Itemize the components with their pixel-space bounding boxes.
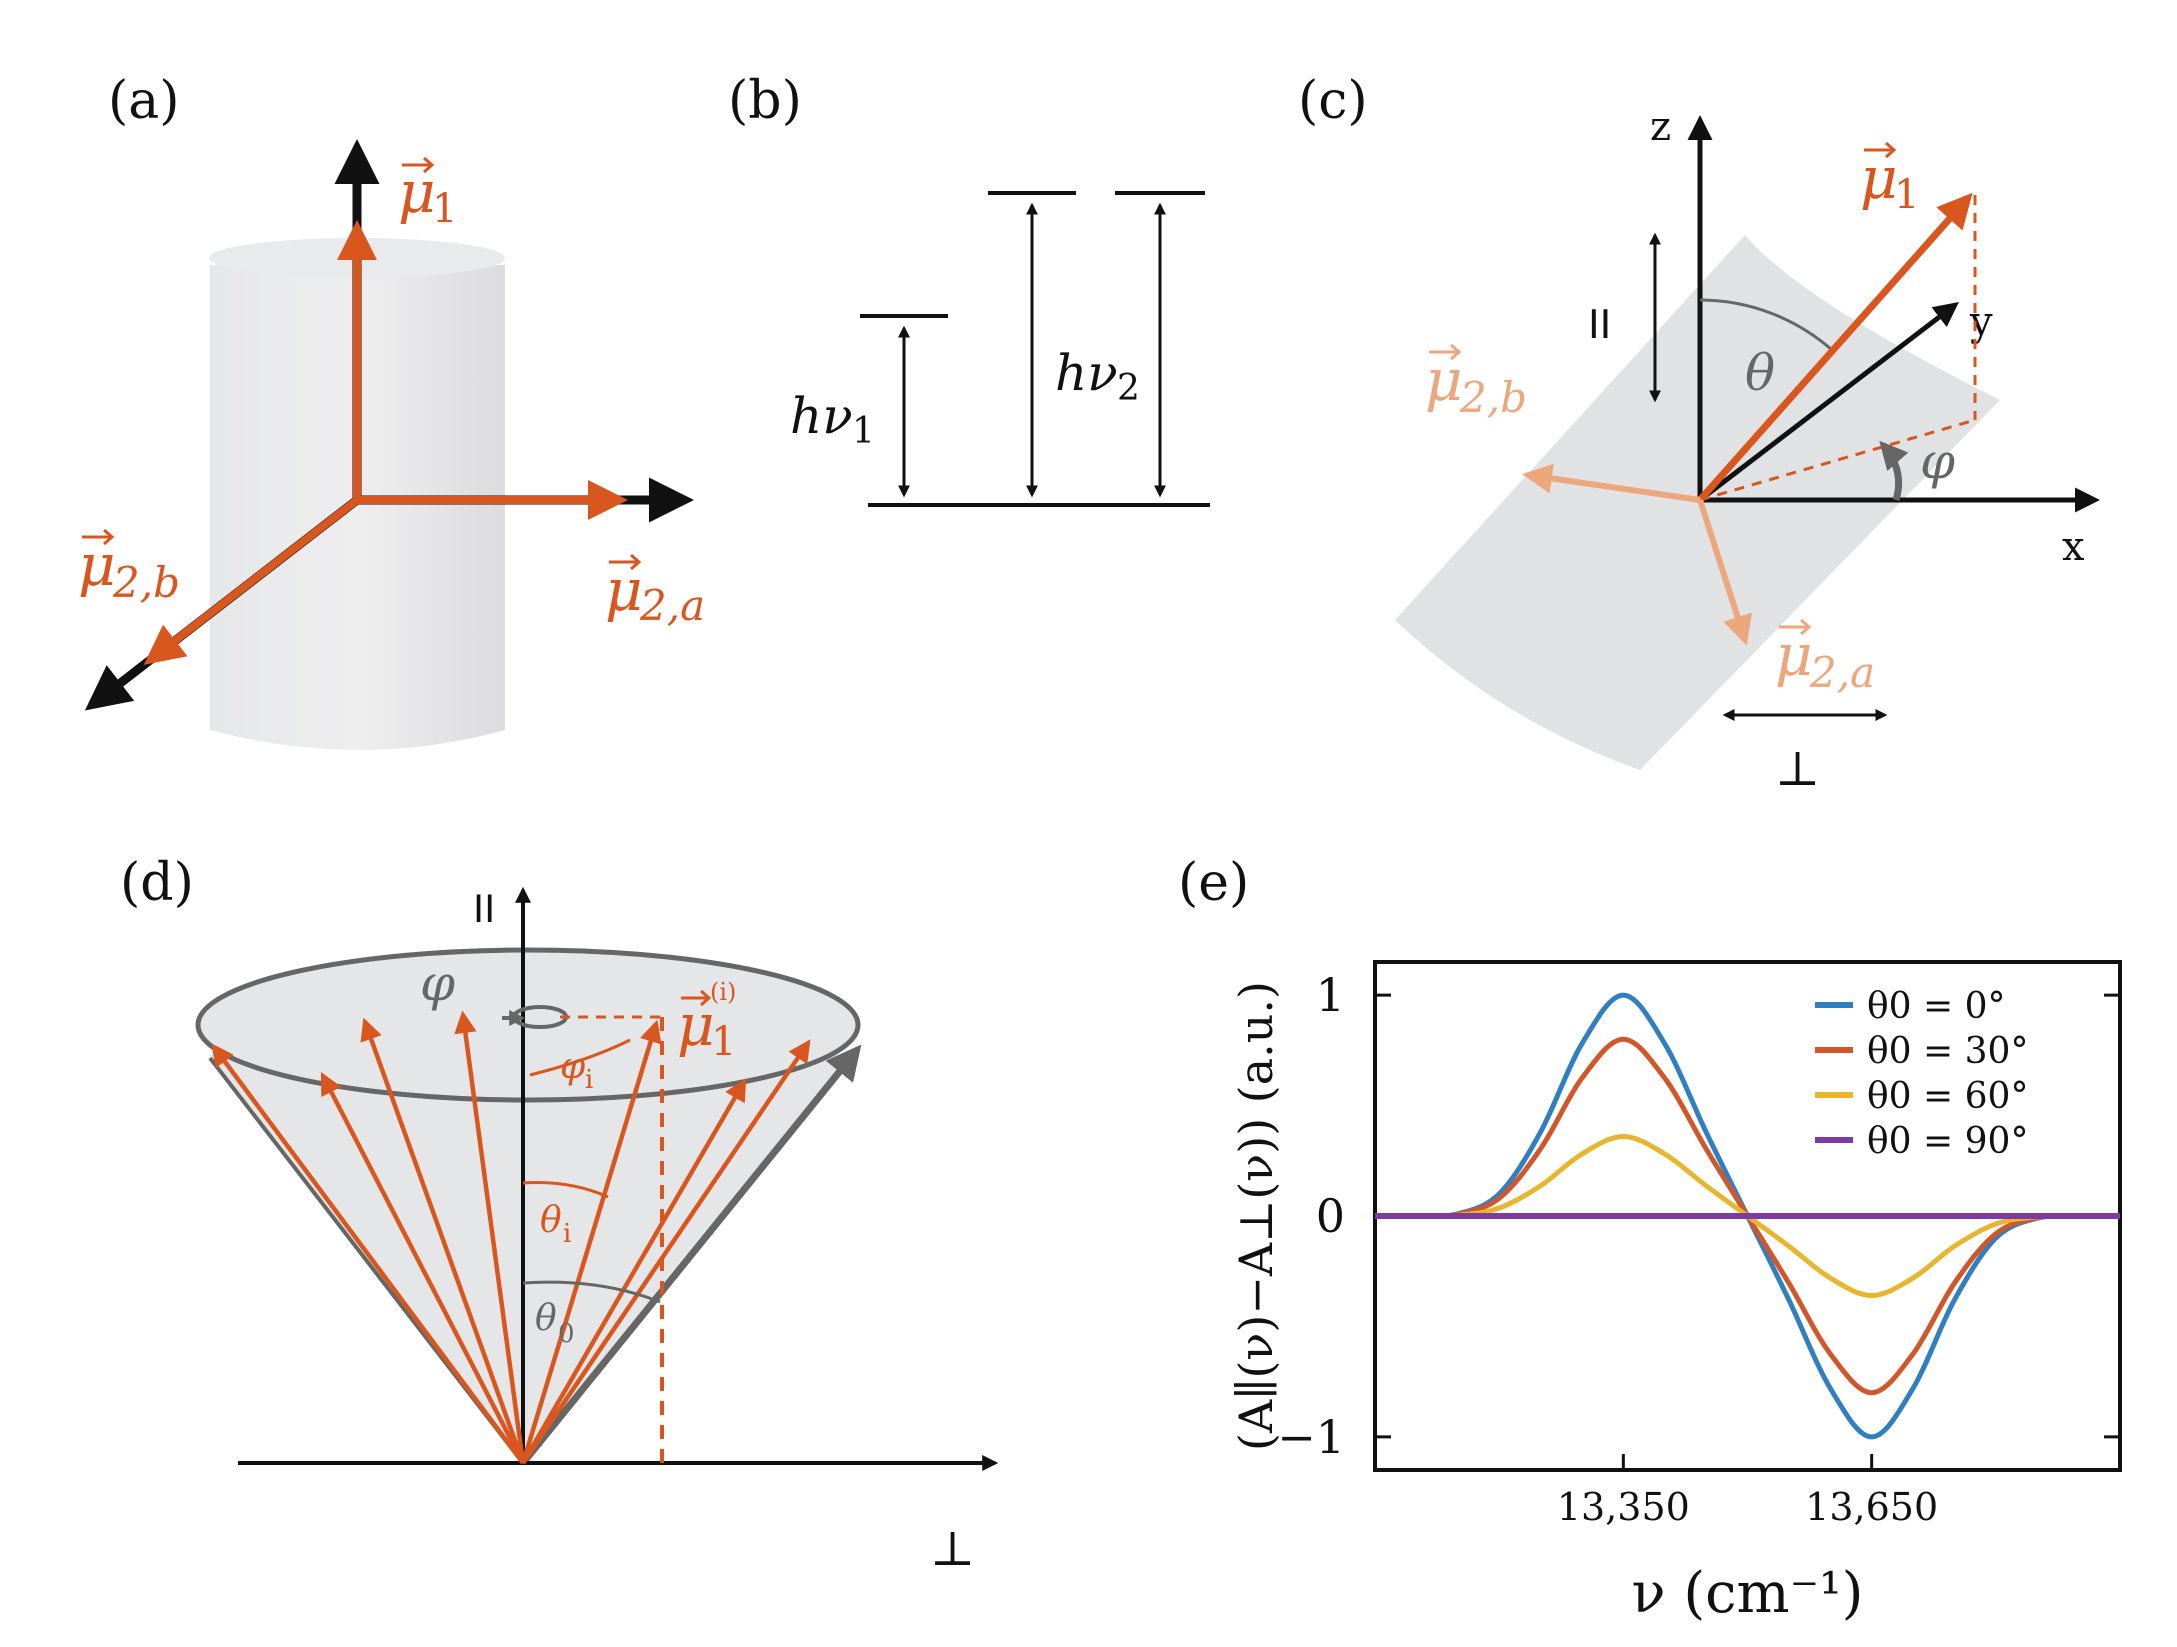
hnu2-label: hν 2: [1055, 344, 1140, 409]
y-axis: [1698, 301, 1959, 502]
phi-arc: [1879, 440, 1909, 502]
panel-c-label: (c): [1298, 71, 1368, 131]
theta-i-label: θ i: [540, 1200, 571, 1249]
phi-label: φ: [420, 954, 455, 1012]
svg-text:θ: θ: [540, 1200, 562, 1241]
legend-entry-1: θ0 = 30°: [1867, 1031, 2028, 1072]
chart: 1 0 −1 13,350 13,650 ν (cm⁻¹) (A∥(ν)−A⊥(ν)) (a…: [1229, 960, 2122, 1626]
panel-a-label: (a): [108, 71, 180, 131]
orange-dipole-arrows: [211, 1010, 811, 1465]
svg-text:μ: μ: [1860, 144, 1898, 212]
perp-label: ⊥: [1775, 741, 1820, 797]
mu2b-arrow: [143, 496, 360, 665]
svg-text:1: 1: [852, 411, 875, 452]
phi-label: φ: [1920, 432, 1955, 490]
svg-text:θ: θ: [535, 1298, 557, 1339]
mu2a-arrow: [1697, 499, 1752, 646]
phi-i-label: φ i: [560, 1046, 593, 1095]
svg-text:2,b: 2,b: [112, 558, 180, 607]
x-axis-label: ν (cm⁻¹): [1631, 1561, 1863, 1626]
panel-d: (d) II ⊥ φ φ: [120, 853, 999, 1577]
mu2b-arrow: [1522, 463, 1701, 503]
hnu1-label: hν 1: [790, 387, 875, 452]
svg-text:1: 1: [432, 186, 457, 232]
mu2a-label: μ 2,a: [1775, 618, 1875, 697]
mu1-i-label: μ 1 (i): [677, 978, 736, 1065]
perp-label: ⊥: [930, 1521, 975, 1577]
panel-d-label: (d): [120, 853, 194, 913]
cone-body: [210, 1055, 855, 1463]
y-label: y: [1969, 299, 1993, 345]
svg-text:hν: hν: [790, 387, 853, 445]
svg-text:i: i: [585, 1065, 593, 1095]
panel-b: (b) hν 1 hν 2: [728, 71, 1210, 507]
svg-text:μ: μ: [605, 556, 643, 624]
cone-edge-right: [520, 1044, 862, 1466]
svg-text:μ: μ: [78, 531, 116, 599]
svg-text:μ: μ: [1425, 346, 1463, 414]
y-tick-label: 0: [1316, 1189, 1345, 1243]
svg-text:μ: μ: [677, 991, 715, 1059]
projection-dashed-floor: [1699, 418, 1976, 502]
mu2b-label: μ 2,b: [1425, 343, 1527, 422]
svg-text:i: i: [563, 1219, 571, 1249]
y-tick-label: −1: [1277, 1410, 1345, 1464]
panel-e-label: (e): [1178, 853, 1249, 913]
svg-text:2,b: 2,b: [1459, 373, 1527, 422]
x-tick-label: 13,350: [1557, 1485, 1690, 1529]
panel-b-label: (b): [728, 71, 802, 131]
mu2a-label: μ 2,a: [605, 553, 705, 630]
svg-text:2,a: 2,a: [639, 581, 705, 630]
legend-entry-0: θ0 = 0°: [1867, 986, 2006, 1027]
theta0-label: θ 0: [535, 1298, 575, 1349]
svg-text:1: 1: [1894, 172, 1919, 218]
theta-i-arc: [522, 1181, 609, 1199]
parallel-label: II: [1588, 300, 1611, 347]
svg-text:0: 0: [558, 1319, 575, 1349]
svg-text:(i): (i): [710, 978, 736, 1006]
legend-entry-3: θ0 = 90°: [1867, 1121, 2028, 1162]
parallel-label: II: [473, 887, 495, 931]
phi-i-arc: [529, 1038, 631, 1077]
x-label: x: [2062, 524, 2085, 570]
svg-text:2,a: 2,a: [1809, 648, 1875, 697]
legend-entry-2: θ0 = 60°: [1867, 1076, 2028, 1117]
svg-text:φ: φ: [560, 1046, 586, 1087]
svg-text:μ: μ: [398, 158, 436, 226]
mu1-arrow: [1697, 192, 1973, 503]
panel-e: (e) 1 0 −1 13,350 13,650 ν (cm⁻¹) (A∥(ν)−A⊥(ν)…: [1178, 853, 2122, 1626]
panel-a: (a) μ 1 μ 2,a μ 2,b: [78, 71, 705, 750]
mu2b-label: μ 2,b: [78, 528, 180, 607]
mu1-label: μ 1: [1860, 141, 1919, 218]
svg-text:2: 2: [1117, 368, 1140, 409]
x-tick-label: 13,650: [1805, 1485, 1938, 1529]
theta-arc: [1699, 298, 1833, 352]
theta-label: θ: [1745, 344, 1775, 402]
y-axis-label: (A∥(ν)−A⊥(ν)) (a.u.): [1229, 981, 1283, 1451]
svg-text:1: 1: [711, 1019, 736, 1065]
y-tick-label: 1: [1316, 968, 1345, 1022]
svg-text:μ: μ: [1775, 621, 1813, 689]
mu1-label: μ 1: [398, 156, 457, 232]
panel-c: (c) z y x II ⊥ θ φ μ 1 μ 2: [1298, 71, 2100, 797]
theta0-arc: [522, 1280, 661, 1304]
z-label: z: [1650, 104, 1671, 150]
svg-text:hν: hν: [1055, 344, 1118, 402]
